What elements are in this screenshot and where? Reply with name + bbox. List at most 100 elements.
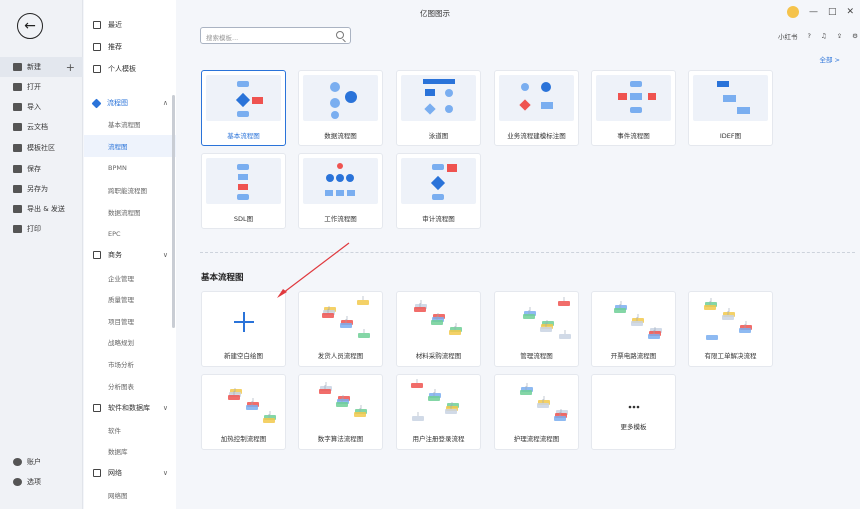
save-icon xyxy=(13,165,22,173)
rail-bottom-item-1[interactable]: 选项 xyxy=(0,472,83,492)
folder-icon xyxy=(13,83,22,91)
search-input[interactable]: 搜索模板... xyxy=(200,27,351,44)
diagram-type-card[interactable]: SDL图 xyxy=(201,153,286,229)
rail-item-8[interactable]: 打印 xyxy=(0,219,83,239)
category-sub-item[interactable]: 市场分析 xyxy=(108,361,134,369)
user-name[interactable]: 小红书 xyxy=(777,33,798,41)
template-card[interactable]: 开票电路流程图 xyxy=(591,291,676,367)
rail-item-2[interactable]: 导入 xyxy=(0,97,83,117)
category-sub-item[interactable]: 跨职能流程图 xyxy=(108,187,147,195)
category-sub-item[interactable]: 质量管理 xyxy=(108,296,134,304)
rail-item-1[interactable]: 打开 xyxy=(0,77,83,97)
diagram-type-card[interactable]: 数据流程图 xyxy=(298,70,383,146)
arrow-left-icon: ← xyxy=(24,18,36,34)
rail-bottom-item-0[interactable]: 账户 xyxy=(0,452,83,472)
diagram-type-card[interactable]: IDEF图 xyxy=(688,70,773,146)
diagram-type-thumbnail xyxy=(596,75,671,121)
diagram-type-card[interactable]: 事件流程图 xyxy=(591,70,676,146)
close-button[interactable]: ✕ xyxy=(846,7,854,17)
all-link[interactable]: 全部 > xyxy=(819,56,840,64)
theme-icon[interactable] xyxy=(786,6,799,18)
category-sub-item[interactable]: 流程图 xyxy=(84,135,176,157)
diagram-type-thumbnail xyxy=(401,75,476,121)
template-card[interactable]: 护理流程流程图 xyxy=(494,374,579,450)
category-0[interactable]: 最近 xyxy=(84,14,176,36)
export-icon xyxy=(13,205,22,213)
rail-item-label: 打开 xyxy=(27,83,41,91)
help-icon[interactable]: ? xyxy=(807,32,811,40)
category-2[interactable]: 个人模板 xyxy=(84,58,176,80)
diagram-type-card[interactable]: 工作流程图 xyxy=(298,153,383,229)
chevron-icon: ∨ xyxy=(162,469,168,477)
category-sub-item[interactable]: BPMN xyxy=(108,164,127,172)
category-sub-item[interactable]: 企业管理 xyxy=(108,275,134,283)
diagram-type-thumbnail xyxy=(303,158,378,204)
category-group-1[interactable]: 商务∨ xyxy=(84,244,176,266)
diagram-type-card[interactable]: 审计流程图 xyxy=(396,153,481,229)
template-card[interactable]: 有限工单解决流程 xyxy=(688,291,773,367)
rail-item-label: 导出 & 发送 xyxy=(27,205,65,213)
upload-icon[interactable]: ⇪ xyxy=(836,32,843,40)
rail-item-7[interactable]: 导出 & 发送 xyxy=(0,199,83,219)
diagram-type-label: IDEF图 xyxy=(719,132,742,140)
category-sub-item[interactable]: 数据库 xyxy=(108,448,128,456)
category-sub-item[interactable]: 分析图表 xyxy=(108,383,134,391)
diagram-type-card[interactable]: 业务流程建模标注图 xyxy=(494,70,579,146)
more-templates-card[interactable]: 更多模板 xyxy=(591,374,676,450)
bell-icon[interactable]: ♫ xyxy=(820,32,827,40)
new-blank-card[interactable]: 新建空白绘图 xyxy=(201,291,286,367)
rail-item-5[interactable]: 保存 xyxy=(0,159,83,179)
category-sub-item[interactable]: 网络图 xyxy=(108,492,128,500)
category-panel: 最近推荐个人模板流程图∧ 基本流程图流程图 BPMN 跨职能流程图数据流程图 EPC 商务… xyxy=(84,0,176,509)
category-group-0[interactable]: 流程图∧ xyxy=(84,92,176,114)
template-card[interactable]: 加热控制流程图 xyxy=(201,374,286,450)
diagram-type-card[interactable]: 泳道图 xyxy=(396,70,481,146)
rail-item-label: 模板社区 xyxy=(27,144,55,152)
group-label: 软件和数据库 xyxy=(108,404,150,412)
settings-icon[interactable]: ⚙ xyxy=(852,32,858,40)
back-button[interactable]: ← xyxy=(17,13,43,39)
diagram-type-label: SDL图 xyxy=(233,215,254,223)
category-group-3[interactable]: 网络 ∨ xyxy=(84,462,176,484)
window-title: 亿图图示 xyxy=(420,9,450,18)
diagram-type-label: 事件流程图 xyxy=(617,132,650,140)
chevron-icon: ∨ xyxy=(162,251,168,259)
group-icon xyxy=(93,251,101,259)
category-group-2[interactable]: 软件和数据库∨ xyxy=(84,397,176,419)
category-label: 推荐 xyxy=(108,43,122,51)
plus-icon[interactable]: + xyxy=(65,60,75,74)
category-sub-item[interactable]: 数据流程图 xyxy=(108,209,141,217)
group-label: 网络 xyxy=(108,469,122,477)
category-1[interactable]: 推荐 xyxy=(84,36,176,58)
import-icon xyxy=(13,103,22,111)
category-sub-item[interactable]: 战略规划 xyxy=(108,339,134,347)
rail-item-label: 保存 xyxy=(27,165,41,173)
rail-item-0[interactable]: 新建+ xyxy=(0,57,83,77)
template-thumbnail xyxy=(691,294,770,344)
rail-item-6[interactable]: 另存为 xyxy=(0,179,83,199)
template-card[interactable]: 发货人员流程图 xyxy=(298,291,383,367)
category-sub-item[interactable]: 基本流程图 xyxy=(108,121,141,129)
group-icon xyxy=(91,98,102,108)
diagram-type-label: 工作流程图 xyxy=(324,215,357,223)
category-sub-item[interactable]: 项目管理 xyxy=(108,318,134,326)
template-card[interactable]: 用户注册登录流程 xyxy=(396,374,481,450)
category-scrollbar[interactable] xyxy=(172,95,175,328)
rail-item-label: 导入 xyxy=(27,103,41,111)
template-thumbnail xyxy=(301,377,380,427)
rail-item-4[interactable]: 模板社区 xyxy=(0,138,83,158)
minimize-button[interactable]: — xyxy=(808,7,818,17)
diagram-type-card[interactable]: 基本流程图 xyxy=(201,70,286,146)
diagram-type-label: 数据流程图 xyxy=(324,132,357,140)
template-card[interactable]: 管理流程图 xyxy=(494,291,579,367)
category-sub-item[interactable]: EPC xyxy=(108,230,121,238)
template-card[interactable]: 材料采购流程图 xyxy=(396,291,481,367)
rail-item-label: 另存为 xyxy=(27,185,48,193)
maximize-button[interactable]: □ xyxy=(827,7,837,17)
template-card[interactable]: 数字算法流程图 xyxy=(298,374,383,450)
category-sub-item[interactable]: 软件 xyxy=(108,427,121,435)
template-thumbnail xyxy=(594,294,673,344)
new-file-icon xyxy=(13,63,22,71)
rail-item-3[interactable]: 云文档 xyxy=(0,117,83,137)
search-icon[interactable] xyxy=(336,31,344,39)
